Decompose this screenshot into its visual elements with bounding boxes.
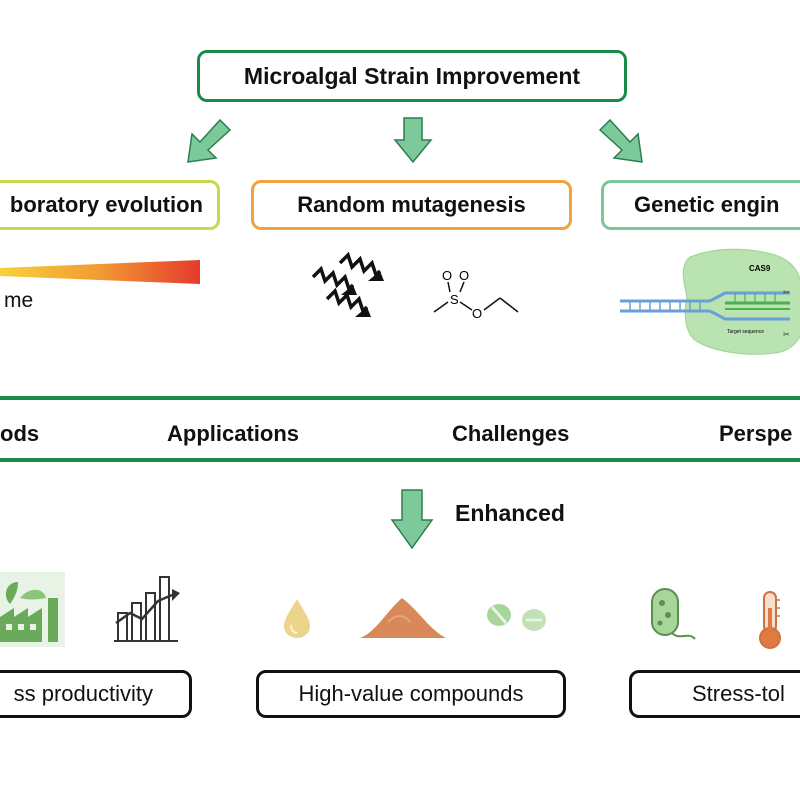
outcome-box-stress: Stress-tol xyxy=(629,670,800,718)
method-box-mutagenesis: Random mutagenesis xyxy=(251,180,572,230)
scissors-icon: ✂ xyxy=(783,288,790,297)
method-label-mutagenesis: Random mutagenesis xyxy=(297,192,526,217)
svg-text:S: S xyxy=(450,292,459,307)
title-text: Microalgal Strain Improvement xyxy=(243,62,581,89)
category-band-bottom-line xyxy=(0,458,800,462)
category-band-top-line xyxy=(0,396,800,400)
category-challenges: Challenges xyxy=(452,421,570,446)
arrow-down-icon xyxy=(393,117,433,164)
enhanced-label: Enhanced xyxy=(455,500,565,526)
category-applications: Applications xyxy=(167,421,300,446)
powder-pile-icon xyxy=(360,598,446,638)
category-perspectives: Perspe xyxy=(719,421,793,446)
arrow-left-icon xyxy=(187,118,232,163)
outcome-label-productivity: ss productivity xyxy=(13,681,153,706)
outcome-label-compounds: High-value compounds xyxy=(298,681,524,706)
title-box: Microalgal Strain Improvement xyxy=(197,50,627,102)
svg-text:O: O xyxy=(442,268,452,283)
oil-drop-icon xyxy=(284,599,310,638)
ems-molecule-icon: O O S O xyxy=(433,268,519,321)
method-box-evolution: boratory evolution xyxy=(0,180,220,230)
factory-icon xyxy=(0,572,65,647)
svg-text:O: O xyxy=(472,306,482,321)
scissors-icon: ✂ xyxy=(783,330,790,339)
pill-capsule-icon xyxy=(487,604,546,631)
method-label-evolution: boratory evolution xyxy=(9,192,203,217)
thermometer-icon xyxy=(759,591,781,649)
arrow-right-icon xyxy=(598,118,643,163)
outcome-box-productivity: ss productivity xyxy=(0,670,192,718)
enhanced-arrow-icon xyxy=(390,489,434,550)
time-label: me xyxy=(4,289,34,312)
time-gradient-wedge xyxy=(0,260,200,284)
method-label-genetic: Genetic engin xyxy=(634,192,780,217)
cas9-label: CAS9 xyxy=(749,264,771,273)
outcome-label-stress: Stress-tol xyxy=(692,681,785,706)
growth-chart-icon xyxy=(114,576,180,642)
target-sequence-label: Target sequence xyxy=(727,329,764,335)
method-box-genetic: Genetic engin xyxy=(601,180,800,230)
uv-radiation-icon xyxy=(311,251,384,317)
svg-text:O: O xyxy=(459,268,469,283)
outcome-box-compounds: High-value compounds xyxy=(256,670,566,718)
bacterium-icon xyxy=(651,588,696,640)
crispr-cas9-illustration: CAS9 Target sequence ✂ ✂ xyxy=(620,248,800,355)
category-methods: ods xyxy=(0,421,40,446)
